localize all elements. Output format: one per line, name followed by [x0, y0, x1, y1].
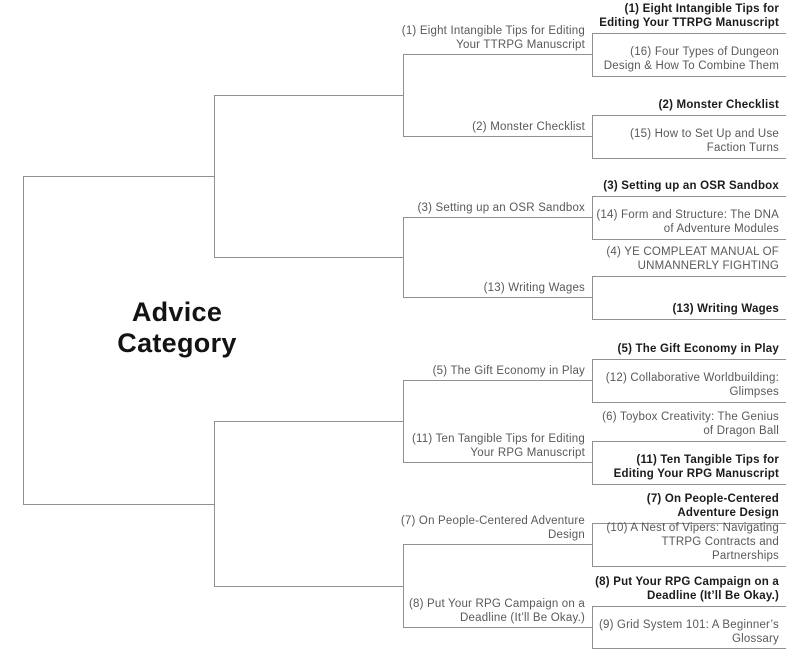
qf-slot-4-label: (13) Writing Wages — [483, 282, 585, 294]
r1-m7-bottom-label: (10) A Nest of Vipers: Navigating TTRPG … — [606, 522, 779, 562]
r1-m1-top-label: (1) Eight Intangible Tips for Editing Yo… — [599, 3, 779, 29]
qf-slot-2-label: (2) Monster Checklist — [472, 121, 585, 133]
sf-connector-2 — [214, 421, 404, 587]
r1-m5-bottom-label: (12) Collaborative Worldbuilding: Glimps… — [605, 372, 779, 398]
r1-m5-top-label: (5) The Gift Economy in Play — [617, 343, 779, 355]
sf-connector-1 — [214, 95, 404, 258]
r1-m6-bottom-label: (11) Ten Tangible Tips for Editing Your … — [613, 454, 779, 480]
bracket-title: Advice Category — [117, 297, 237, 358]
r1-m1-bottom-label: (16) Four Types of Dungeon Design & How … — [603, 46, 779, 72]
r1-m8-bottom-label: (9) Grid System 101: A Beginner’s Glossa… — [598, 619, 779, 645]
r1-m2-bottom-label: (15) How to Set Up and Use Faction Turns — [629, 128, 779, 154]
qf-slot-1-label: (1) Eight Intangible Tips for Editing Yo… — [401, 25, 585, 51]
qf-slot-8-label: (8) Put Your RPG Campaign on a Deadline … — [408, 598, 585, 624]
qf-slot-3-label: (3) Setting up an OSR Sandbox — [417, 202, 585, 214]
r1-m4-top-label: (4) YE COMPLEAT MANUAL OF UNMANNERLY FIG… — [606, 246, 779, 272]
final-connector — [23, 176, 215, 505]
qf-slot-6-label: (11) Ten Tangible Tips for Editing Your … — [411, 433, 585, 459]
r1-m4-bottom-label: (13) Writing Wages — [672, 303, 779, 315]
r1-m7-top-label: (7) On People-Centered Adventure Design — [646, 493, 779, 519]
qf-slot-7-label: (7) On People-Centered Adventure Design — [400, 515, 585, 541]
r1-m3-top-label: (3) Setting up an OSR Sandbox — [603, 180, 779, 192]
r1-m6-top-label: (6) Toybox Creativity: The Genius of Dra… — [602, 411, 779, 437]
r1-m2-top-label: (2) Monster Checklist — [658, 99, 779, 111]
qf-slot-5-label: (5) The Gift Economy in Play — [432, 365, 585, 377]
r1-m3-bottom-label: (14) Form and Structure: The DNA of Adve… — [596, 209, 779, 235]
r1-m8-top-label: (8) Put Your RPG Campaign on a Deadline … — [595, 576, 779, 602]
